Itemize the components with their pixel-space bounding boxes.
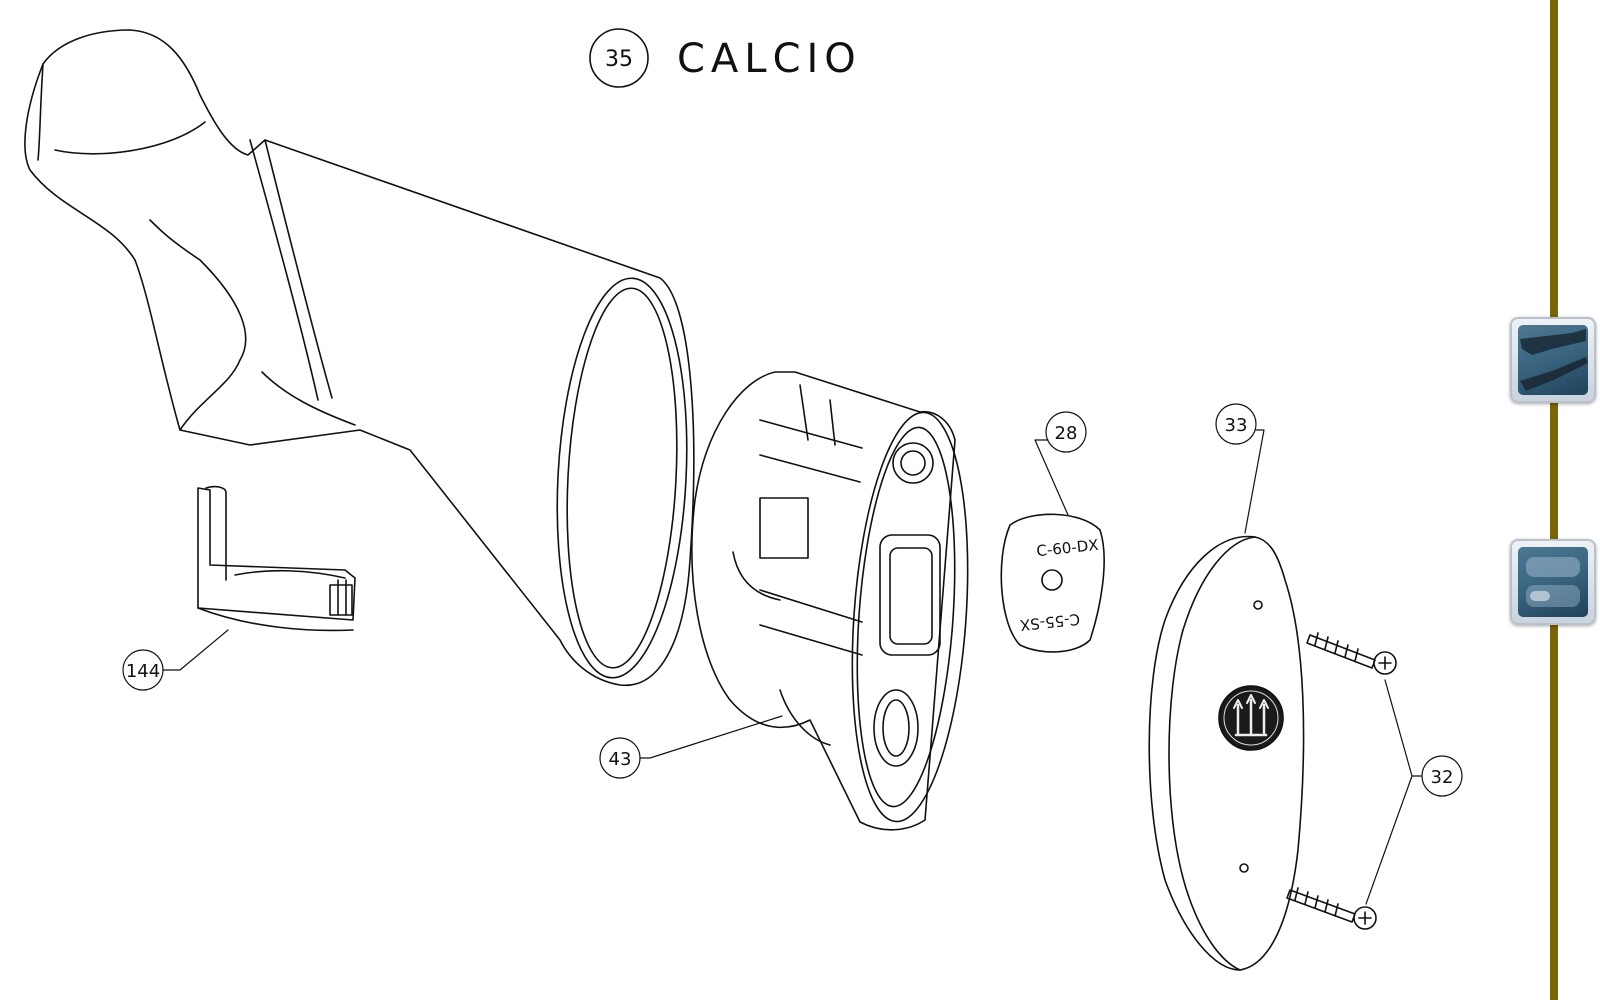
callout-label-33: 33 [1225, 415, 1248, 436]
diagram-title [589, 28, 649, 88]
stock-butt-face [556, 277, 688, 679]
stock-butt-face-inner [566, 287, 678, 669]
screw-lower-part-32 [1286, 887, 1377, 930]
parts-list-button[interactable] [1510, 539, 1596, 625]
sidebar-rail [1550, 0, 1558, 1000]
clip-part-144 [197, 485, 356, 632]
callout-label-43: 43 [609, 749, 632, 770]
stock-part [24, 29, 695, 687]
beretta-logo [1218, 685, 1284, 751]
spacer-part-28 [1000, 513, 1105, 653]
callout-28 [1034, 411, 1087, 516]
title-text: CALCIO [677, 36, 862, 82]
parts-list-icon-graphic [1526, 557, 1580, 607]
spacer-bottom-marking: C-55-SX [1019, 610, 1081, 634]
callout-33 [1215, 403, 1265, 534]
exploded-parts-diagram: 35 CALCIO 144 43 28 33 32 C-60-DX C-55-S… [24, 28, 1463, 971]
shotgun-parts-button[interactable] [1510, 317, 1596, 403]
spacer-top-marking: C-60-DX [1036, 536, 1100, 560]
shotgun-parts-icon-graphic [1520, 329, 1588, 391]
callout-32 [1365, 679, 1463, 905]
callout-144 [122, 629, 229, 691]
reducer-part-43 [691, 371, 969, 831]
title-number-circle [589, 28, 649, 88]
callout-label-144: 144 [126, 661, 160, 682]
reducer-front-plate [851, 411, 969, 823]
screw-upper-part-32 [1306, 632, 1397, 675]
callout-label-28: 28 [1055, 423, 1078, 444]
callout-label-32: 32 [1431, 767, 1454, 788]
recoil-pad-part-33 [1148, 535, 1305, 971]
title-number: 35 [605, 47, 633, 72]
callout-43 [599, 715, 783, 779]
